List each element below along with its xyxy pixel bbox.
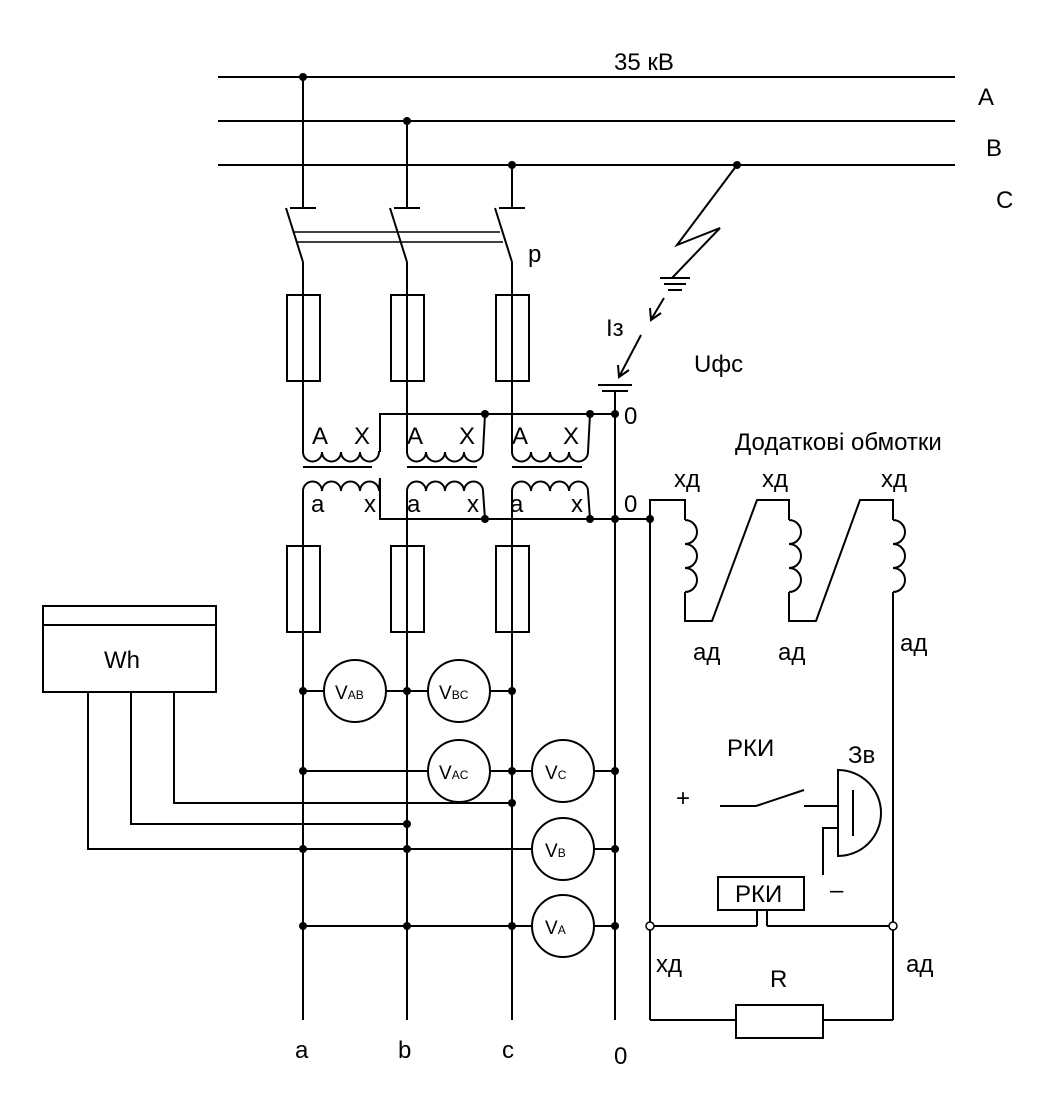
fault-voltage-label: Uфс bbox=[694, 351, 743, 378]
switch-label: р bbox=[528, 241, 541, 268]
meter-label: Wh bbox=[104, 647, 140, 674]
winding3-end-label: ад bbox=[900, 630, 927, 657]
phase-c-label: C bbox=[996, 187, 1013, 214]
winding-a-primary-end: X bbox=[354, 423, 370, 450]
plus-label: + bbox=[676, 785, 690, 812]
output-a-label: a bbox=[295, 1037, 309, 1064]
voltage-transformers bbox=[302, 413, 591, 520]
winding-a-secondary-start: a bbox=[311, 491, 325, 518]
upper-fuses bbox=[286, 294, 530, 452]
winding-b-primary-start: A bbox=[407, 423, 423, 450]
winding1-end-label: ад bbox=[693, 639, 720, 666]
svg-text:VB: VB bbox=[545, 841, 566, 862]
relay-left-terminal-label: хд bbox=[656, 951, 682, 978]
winding-c-primary-end: X bbox=[563, 423, 579, 450]
winding-b-primary-end: X bbox=[459, 423, 475, 450]
relay-right-terminal-label: ад bbox=[906, 951, 933, 978]
phase-a-label: A bbox=[978, 84, 994, 111]
voltmeter-ab: VAB bbox=[323, 659, 387, 723]
relay-label: РКИ bbox=[727, 735, 774, 762]
relay-box-label: РКИ bbox=[735, 881, 782, 908]
extra-windings bbox=[649, 499, 906, 1021]
winding-b-secondary-end: x bbox=[467, 491, 479, 518]
resistor-label: R bbox=[770, 966, 787, 993]
svg-text:VAC: VAC bbox=[439, 763, 469, 784]
relay-circuit bbox=[645, 768, 898, 931]
output-zero-label: 0 bbox=[614, 1043, 627, 1070]
busbars bbox=[218, 76, 955, 166]
svg-text:VBC: VBC bbox=[439, 683, 469, 704]
voltmeter-ac: VAC bbox=[427, 739, 491, 803]
winding2-start-label: хд bbox=[762, 466, 788, 493]
winding-a-secondary-end: x bbox=[364, 491, 376, 518]
disconnector bbox=[285, 73, 525, 295]
output-b-label: b bbox=[398, 1037, 411, 1064]
svg-text:VAB: VAB bbox=[335, 683, 364, 704]
svg-text:VC: VC bbox=[545, 763, 567, 784]
winding3-start-label: хд bbox=[881, 466, 907, 493]
extra-windings-title: Додаткові обмотки bbox=[735, 429, 942, 456]
winding-b-secondary-start: a bbox=[407, 491, 421, 518]
winding-c-secondary-end: x bbox=[571, 491, 583, 518]
voltmeter-a: VA bbox=[531, 894, 595, 958]
voltmeter-b: VB bbox=[531, 817, 595, 881]
output-c-label: c bbox=[502, 1037, 514, 1064]
resistor bbox=[735, 1004, 824, 1039]
phase-b-label: B bbox=[986, 135, 1002, 162]
winding-a-primary-start: A bbox=[312, 423, 328, 450]
winding2-end-label: ад bbox=[778, 639, 805, 666]
bus-voltage-label: 35 кВ bbox=[614, 49, 674, 76]
voltmeter-wiring bbox=[299, 687, 619, 930]
winding1-start-label: хд bbox=[674, 466, 700, 493]
fault-current-label: Iз bbox=[606, 315, 624, 342]
winding-c-secondary-start: a bbox=[510, 491, 524, 518]
neutral-top-label: 0 bbox=[624, 403, 637, 430]
fault-path bbox=[598, 161, 741, 392]
minus-label: – bbox=[830, 877, 844, 904]
buzzer-label: Зв bbox=[848, 742, 875, 769]
neutral-bus bbox=[379, 391, 654, 1020]
voltmeter-c: VC bbox=[531, 739, 595, 803]
svg-text:VA: VA bbox=[545, 918, 566, 939]
winding-c-primary-start: A bbox=[512, 423, 528, 450]
voltmeter-bc: VBC bbox=[427, 659, 491, 723]
watt-hour-meter bbox=[42, 605, 516, 850]
neutral-bottom-label: 0 bbox=[624, 491, 637, 518]
relay-box bbox=[717, 876, 805, 911]
lower-fuses bbox=[286, 491, 530, 1020]
